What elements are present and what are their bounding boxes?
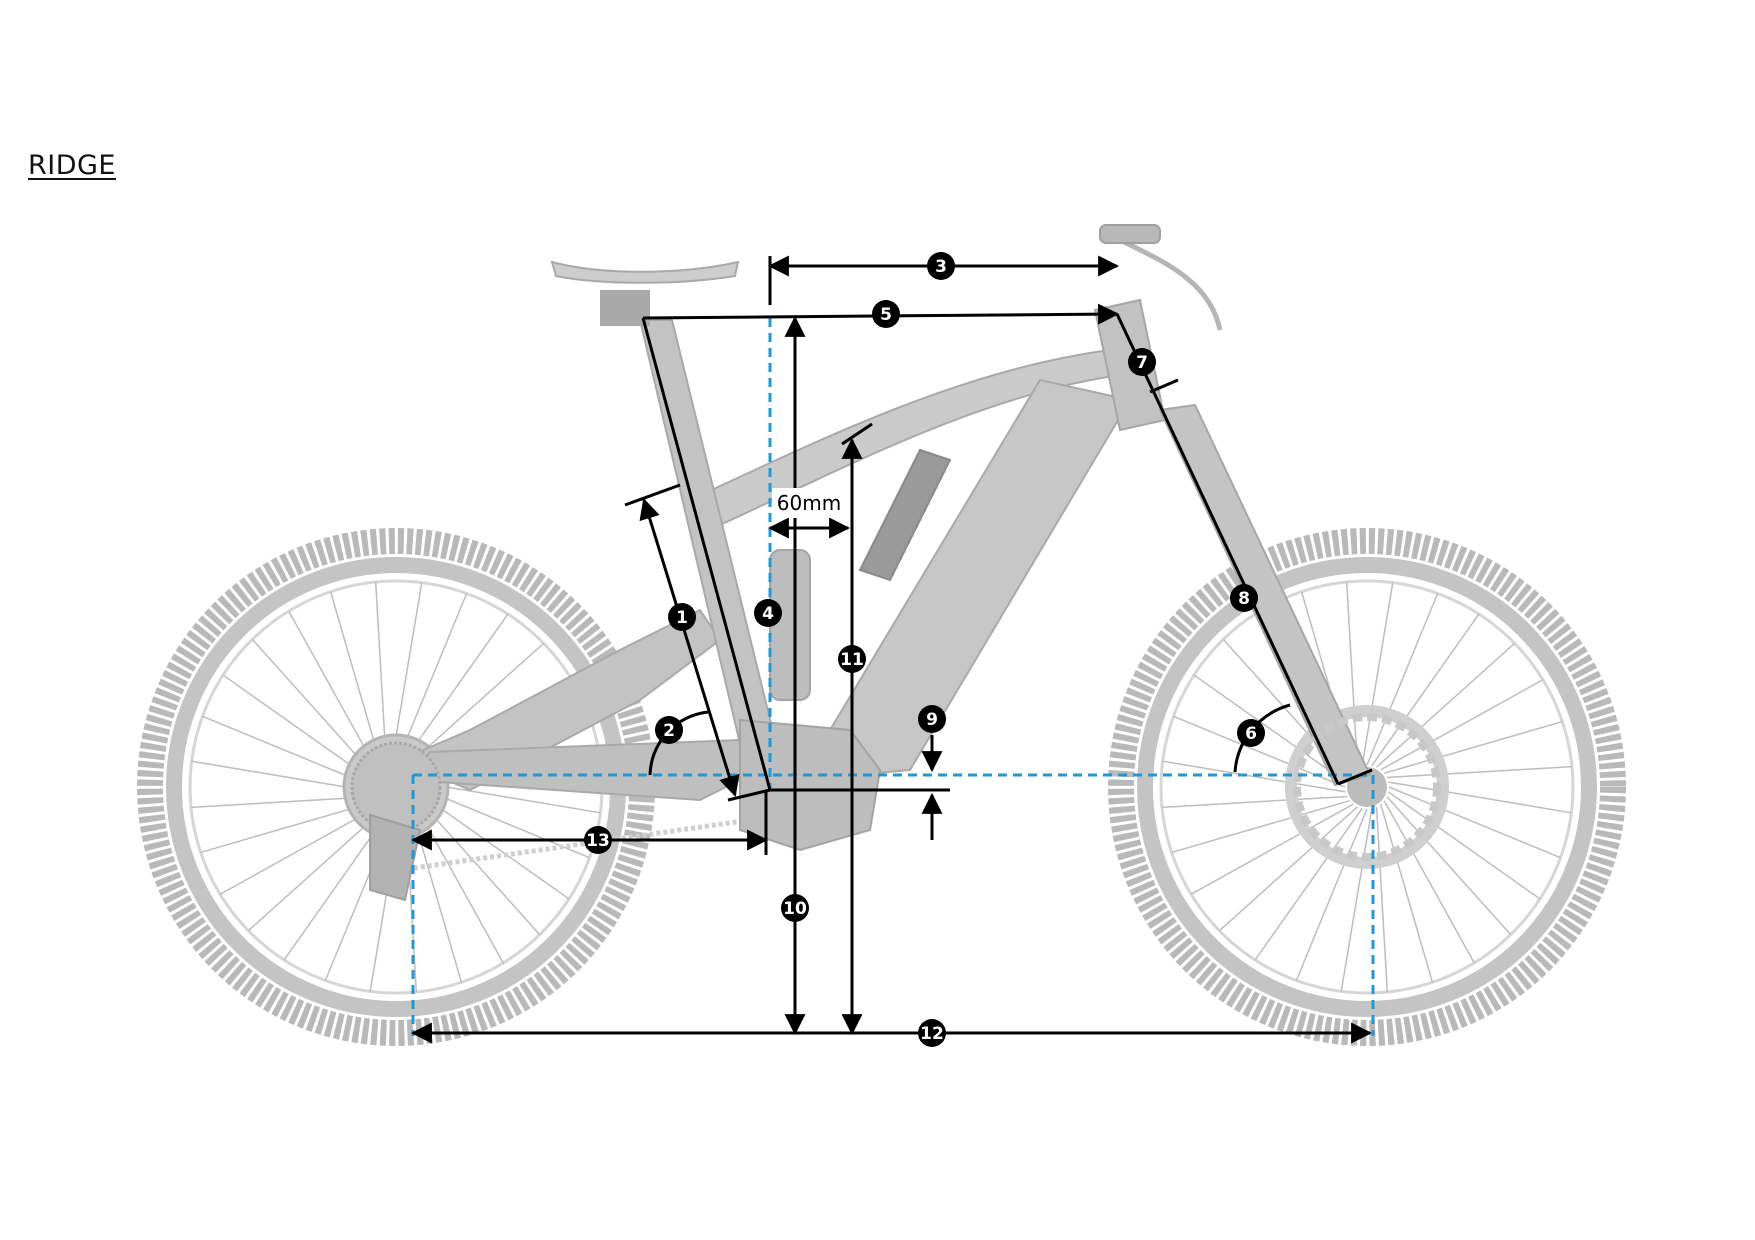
marker-3: 3	[927, 252, 955, 280]
marker-number: 6	[1245, 724, 1257, 744]
marker-5: 5	[872, 300, 900, 328]
marker-number: 8	[1238, 589, 1250, 609]
marker-11: 11	[838, 645, 866, 673]
marker-7: 7	[1128, 348, 1156, 376]
marker-number: 11	[840, 650, 864, 670]
marker-1: 1	[668, 603, 696, 631]
marker-circle	[668, 603, 696, 631]
marker-circle	[872, 300, 900, 328]
marker-2: 2	[655, 716, 683, 744]
marker-circle	[918, 1019, 946, 1047]
marker-circle	[918, 705, 946, 733]
marker-number: 12	[920, 1024, 944, 1044]
marker-8: 8	[1230, 584, 1258, 612]
marker-number: 3	[935, 257, 947, 277]
bike-illustration	[137, 224, 1626, 1046]
reference-lines	[411, 318, 1375, 1036]
marker-number: 4	[762, 604, 774, 624]
marker-4: 4	[754, 599, 782, 627]
front-wheel	[1108, 528, 1626, 1046]
marker-number: 2	[663, 721, 675, 741]
marker-circle	[1237, 719, 1265, 747]
offset-label: 60mm	[777, 491, 841, 515]
page-title: RIDGE	[28, 150, 116, 181]
marker-12: 12	[918, 1019, 946, 1047]
marker-circle	[1230, 584, 1258, 612]
marker-number: 9	[926, 710, 938, 730]
marker-number: 1	[676, 608, 688, 628]
marker-circle	[754, 599, 782, 627]
marker-circle	[927, 252, 955, 280]
marker-number: 10	[783, 899, 807, 919]
marker-number: 7	[1136, 353, 1148, 373]
marker-circle	[781, 894, 809, 922]
marker-13: 13	[584, 826, 612, 854]
marker-circle	[584, 826, 612, 854]
marker-circle	[1128, 348, 1156, 376]
marker-circle	[655, 716, 683, 744]
marker-6: 6	[1237, 719, 1265, 747]
marker-9: 9	[918, 705, 946, 733]
marker-number: 5	[880, 305, 892, 325]
marker-number: 13	[586, 831, 610, 851]
marker-circle	[838, 645, 866, 673]
marker-10: 10	[781, 894, 809, 922]
